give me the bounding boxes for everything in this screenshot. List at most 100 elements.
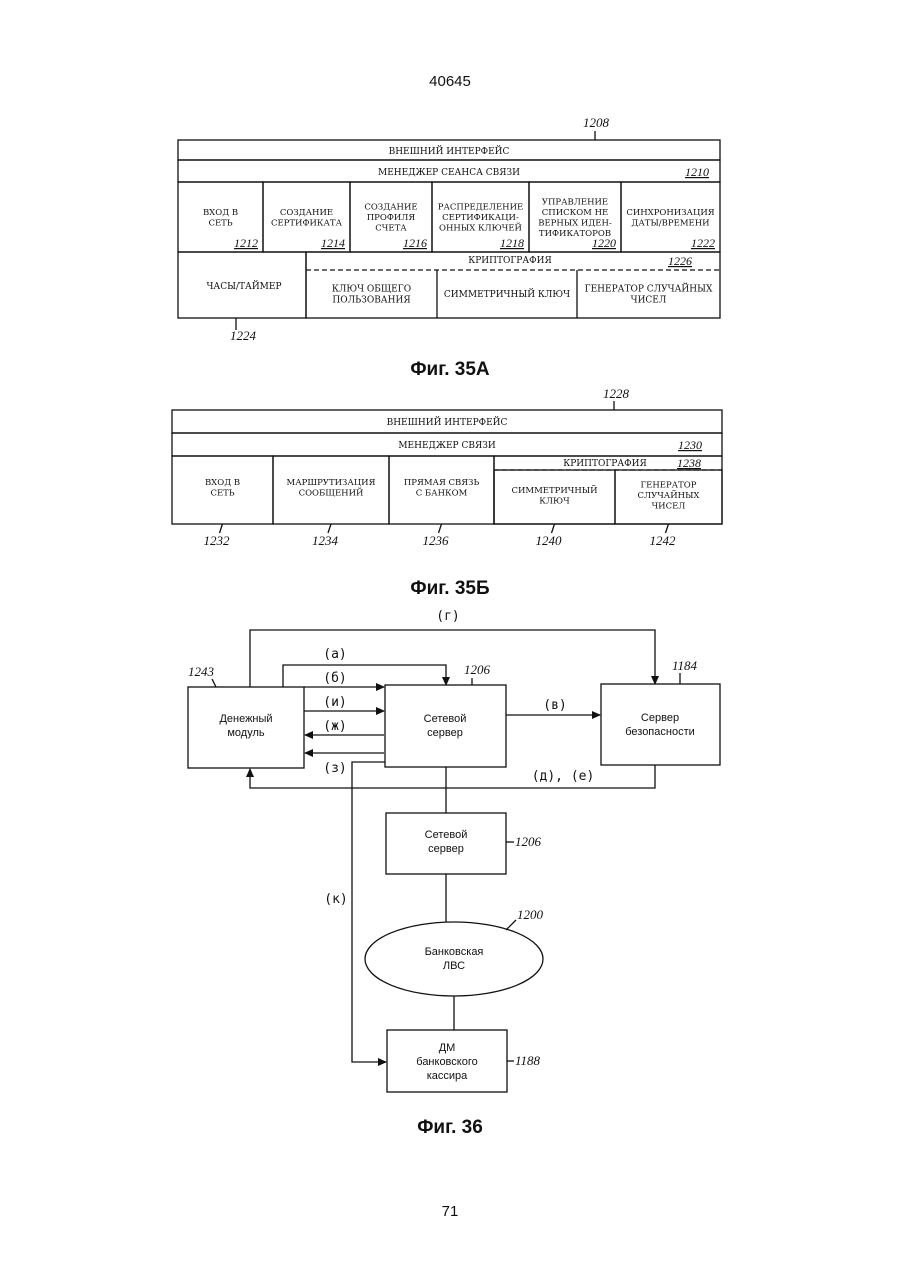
label-a: (а) [323,647,346,662]
session-manager-label: МЕНЕДЖЕР СЕАНСА СВЯЗИ [378,168,520,178]
module-label-35a-1214: СОЗДАНИЕ [280,208,333,218]
ref-1232: 1232 [204,533,231,548]
label-zh: (ж) [323,719,346,734]
ref-1238: 1238 [677,456,701,470]
ref-1230: 1230 [678,438,702,452]
page-header-number: 40645 [429,73,471,90]
module-label-35b-1234: СООБЩЕНИЙ [299,486,364,498]
ref-1208: 1208 [583,115,610,130]
security-server-box [601,684,720,765]
teller-module-line-3: кассира [427,1070,468,1082]
module-label-35b-1236: ПРЯМАЯ СВЯЗЬ [404,478,480,488]
module-label-35a-1212: СЕТЬ [208,218,232,228]
module-label-35a-1220: СПИСКОМ НЕ [542,208,608,218]
module-label-35b-1240: СИММЕТРИЧНЫЙ [511,484,597,496]
ref-1212: 1212 [234,236,258,250]
bank-lan-ellipse [365,922,543,996]
module-label-35b-1240: КЛЮЧ [539,496,570,506]
external-interface-label-35a: ВНЕШНИЙ ИНТЕРФЕЙС [389,145,510,157]
ref-1243: 1243 [188,664,215,679]
module-row-35a: ВХОД ВСЕТЬ1212СОЗДАНИЕСЕРТИФИКАТА1214СОЗ… [178,182,720,252]
ref-1242: 1242 [650,533,677,548]
module-label-35a-1222: СИНХРОНИЗАЦИЯ [626,208,714,218]
crypto-item-35a-0: ПОЛЬЗОВАНИЯ [332,296,410,306]
label-k: (к) [324,892,347,907]
figure-35a: 1208 ВНЕШНИЙ ИНТЕРФЕЙС МЕНЕДЖЕР СЕАНСА С… [178,115,720,380]
label-g: (г) [436,609,459,624]
module-label-35b-1242: ГЕНЕРАТОР [641,481,697,491]
caption-fig-35b: Фиг. 35Б [410,578,489,599]
module-label-35a-1216: СЧЕТА [375,224,407,234]
label-b: (б) [323,671,346,686]
network-server-box [385,685,506,767]
ref-1216: 1216 [403,236,427,250]
figure-35b: 1228 ВНЕШНИЙ ИНТЕРФЕЙС МЕНЕДЖЕР СВЯЗИ 12… [172,386,722,599]
figure-36: Денежный модуль 1243 Сетевой сервер 1206… [188,609,720,1138]
page-footer-number: 71 [442,1203,459,1220]
ref-1228: 1228 [603,386,630,401]
module-label-35a-1218: СЕРТИФИКАЦИ- [442,213,519,223]
arrow-a [283,665,446,687]
label-i: (и) [323,695,346,710]
module-label-35a-1214: СЕРТИФИКАТА [271,218,343,228]
bank-lan-line-2: ЛВС [443,960,465,972]
crypto-label-35a: КРИПТОГРАФИЯ [468,256,552,266]
money-module-line-1: Денежный [219,713,272,725]
module-label-35a-1222: ДАТЫ/ВРЕМЕНИ [631,218,709,228]
comm-manager-label: МЕНЕДЖЕР СВЯЗИ [398,441,495,451]
network-server-line-2: сервер [427,727,463,739]
caption-fig-36: Фиг. 36 [417,1117,483,1138]
ref-1224: 1224 [230,328,257,343]
network-server-line-1: Сетевой [424,713,467,725]
module-label-35a-1218: ОННЫХ КЛЮЧЕЙ [439,222,522,234]
module-label-35a-1220: УПРАВЛЕНИЕ [542,197,608,207]
crypto-label-35b: КРИПТОГРАФИЯ [563,459,647,469]
ref-1214: 1214 [321,236,345,250]
caption-fig-35a: Фиг. 35А [410,359,490,380]
module-label-35a-1220: ВЕРНЫХ ИДЕН- [538,218,612,228]
ref-1234: 1234 [312,533,339,548]
clock-timer-label: ЧАСЫ/ТАЙМЕР [206,280,281,292]
bank-lan-line-1: Банковская [425,946,484,958]
module-label-35b-1232: ВХОД В [205,478,240,488]
module-label-35a-1218: РАСПРЕДЕЛЕНИЕ [438,203,523,213]
network-server-2-line-1: Сетевой [425,829,468,841]
crypto-item-35a-2: ЧИСЕЛ [631,296,667,306]
ref-1188: 1188 [515,1053,541,1068]
ref-1222: 1222 [691,236,715,250]
module-label-35b-1242: СЛУЧАЙНЫХ [638,489,701,501]
crypto-item-35a-0: КЛЮЧ ОБЩЕГО [332,285,411,295]
ref-1210: 1210 [685,165,709,179]
crypto-item-35a-1: СИММЕТРИЧНЫЙ КЛЮЧ [444,288,570,300]
module-label-35b-1232: СЕТЬ [210,488,234,498]
ref-1220: 1220 [592,236,616,250]
ref-1240: 1240 [536,533,563,548]
label-z: (з) [323,761,346,776]
crypto-items-35a: КЛЮЧ ОБЩЕГОПОЛЬЗОВАНИЯСИММЕТРИЧНЫЙ КЛЮЧГ… [332,270,713,318]
teller-module-line-1: ДМ [439,1042,456,1054]
label-v: (в) [543,698,566,713]
security-server-line-2: безопасности [625,726,695,738]
arrow-k [352,762,386,1062]
module-label-35b-1242: ЧИСЕЛ [652,502,686,512]
external-interface-label-35b: ВНЕШНИЙ ИНТЕРФЕЙС [387,416,508,428]
ref-1218: 1218 [500,236,524,250]
ref-1236: 1236 [423,533,450,548]
label-de: (д), (е) [532,769,595,784]
module-label-35a-1216: ПРОФИЛЯ [367,213,416,223]
ref-1200: 1200 [517,907,544,922]
arrow-g [250,630,655,687]
money-module-line-2: модуль [227,727,265,739]
security-server-line-1: Сервер [641,712,679,724]
ref-1206-top: 1206 [464,662,491,677]
ref-1226: 1226 [668,254,692,268]
teller-module-line-2: банковского [416,1056,477,1068]
module-label-35b-1236: С БАНКОМ [416,488,468,498]
module-label-35b-1234: МАРШРУТИЗАЦИЯ [287,478,376,488]
module-label-35a-1216: СОЗДАНИЕ [364,203,417,213]
ref-1206-middle: 1206 [515,834,542,849]
ref-1184: 1184 [672,658,698,673]
network-server-2-line-2: сервер [428,843,464,855]
module-label-35a-1212: ВХОД В [203,208,238,218]
